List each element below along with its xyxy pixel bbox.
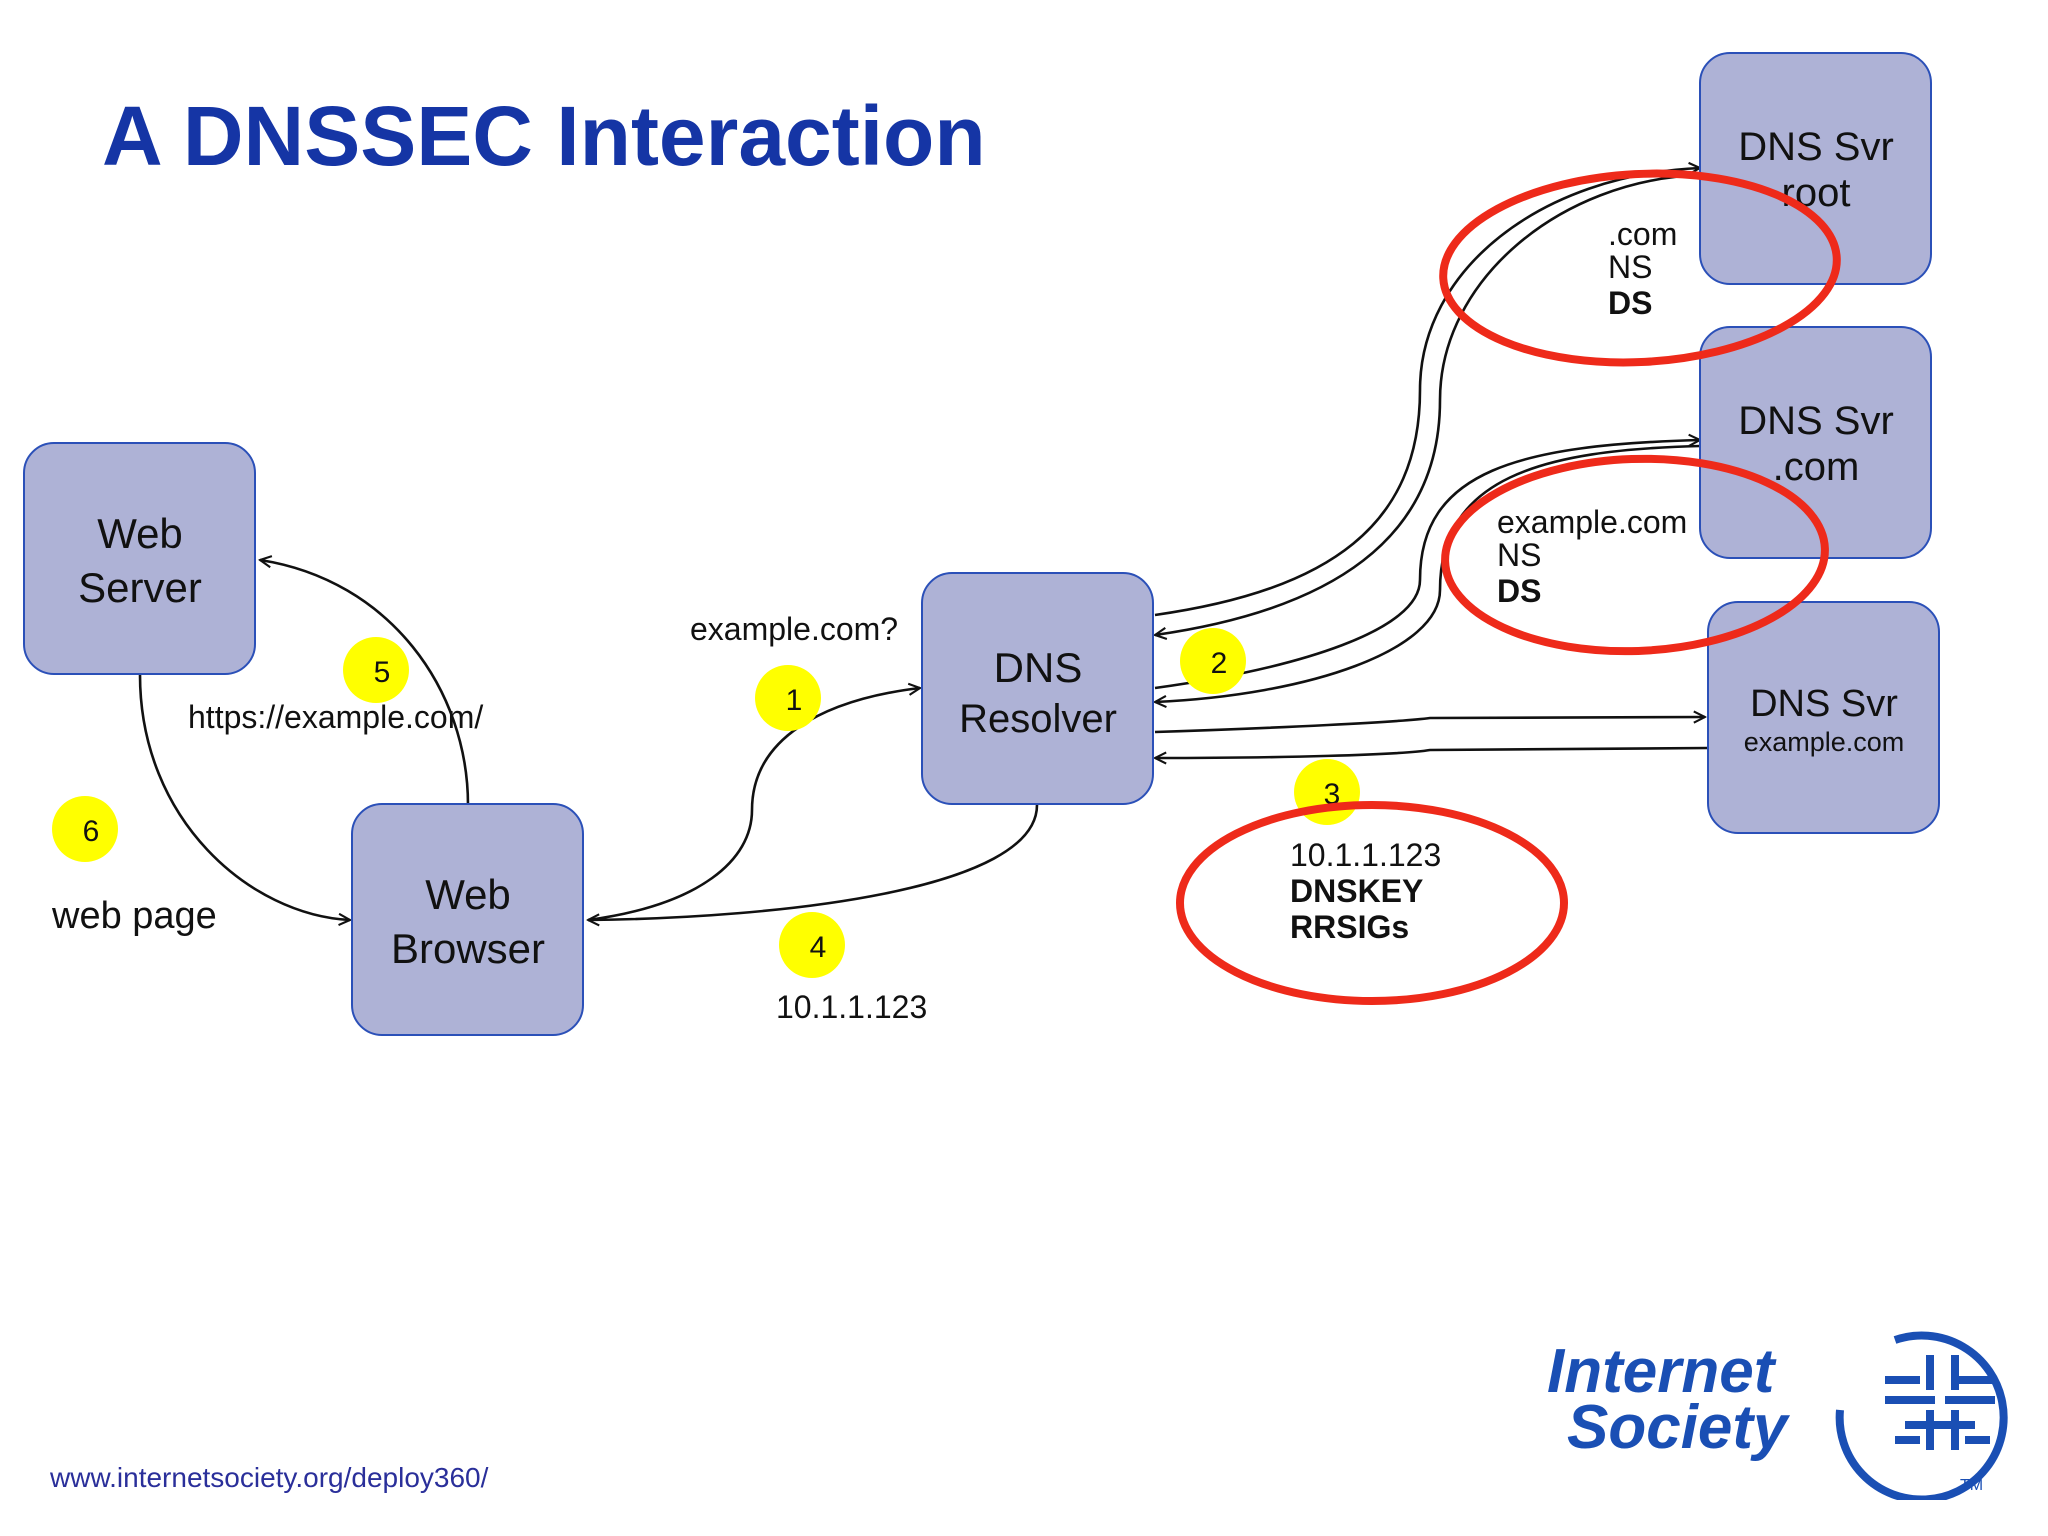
query-label: example.com? xyxy=(690,611,898,647)
logo-line-2: Society xyxy=(1567,1393,1791,1462)
web-browser-label: Browser xyxy=(391,925,545,972)
dns-com-label: DNS Svr xyxy=(1738,399,1894,443)
svg-text:1: 1 xyxy=(786,684,803,717)
dns-example-label: DNS Svr xyxy=(1750,683,1898,725)
arrow-resolver-to-browser xyxy=(588,804,1039,920)
dns-example-label: example.com xyxy=(1744,727,1905,757)
dns-com-node: DNS Svr .com xyxy=(1699,326,1932,559)
arrow-resolver-to-example xyxy=(1154,717,1705,734)
step-marker-2: 2 xyxy=(1180,628,1246,694)
arrow-browser-to-resolver xyxy=(587,688,920,922)
web-server-label: Server xyxy=(78,564,202,611)
browser-answer-label: 10.1.1.123 xyxy=(776,989,927,1025)
highlight-example-reply xyxy=(1176,801,1568,1005)
web-browser-node: Web Browser xyxy=(351,803,584,1036)
arrow-server-to-browser xyxy=(138,674,350,920)
arrow-resolver-to-com xyxy=(1154,440,1700,690)
svg-text:2: 2 xyxy=(1211,647,1228,680)
root-reply-line: .com xyxy=(1608,216,1677,252)
internet-society-globe-icon xyxy=(1835,1331,2008,1500)
arrow-root-to-resolver xyxy=(1155,173,1701,635)
logo-line-1: Internet xyxy=(1547,1337,1777,1406)
root-reply-ds: DS xyxy=(1608,285,1652,321)
dns-example-node: DNS Svr example.com xyxy=(1707,601,1940,834)
dns-root-label: DNS Svr xyxy=(1738,125,1894,169)
highlight-root-reply xyxy=(1439,169,1841,367)
step-marker-4: 4 xyxy=(779,912,845,978)
web-server-label: Web xyxy=(97,510,183,557)
web-browser-label: Web xyxy=(425,871,511,918)
logo-trademark: TM xyxy=(1960,1477,1983,1494)
highlight-com-reply xyxy=(1441,454,1829,656)
arrow-example-to-resolver xyxy=(1155,746,1709,758)
step-marker-6: 6 xyxy=(52,796,118,862)
web-page-label: web page xyxy=(51,895,217,937)
dns-resolver-label: DNS xyxy=(994,644,1083,691)
web-server-node: Web Server xyxy=(23,442,256,675)
step-marker-1: 1 xyxy=(755,665,821,731)
example-reply-line: 10.1.1.123 xyxy=(1290,837,1441,873)
example-reply-dnskey: DNSKEY xyxy=(1290,873,1423,909)
arrow-resolver-to-root xyxy=(1154,168,1700,617)
dns-root-node: DNS Svr root xyxy=(1699,52,1932,285)
svg-text:5: 5 xyxy=(374,656,391,689)
arrow-browser-to-server xyxy=(260,560,470,806)
svg-text:4: 4 xyxy=(810,931,827,964)
page-title: A DNSSEC Interaction xyxy=(102,89,986,183)
https-label: https://example.com/ xyxy=(188,699,483,735)
example-reply-rrsigs: RRSIGs xyxy=(1290,909,1409,945)
arrow-com-to-resolver xyxy=(1155,444,1701,702)
dns-com-label: .com xyxy=(1773,445,1860,489)
com-reply-line: NS xyxy=(1497,537,1541,573)
dns-resolver-label: Resolver xyxy=(959,697,1117,741)
dns-root-label: root xyxy=(1782,171,1851,215)
internet-society-logo: Internet Society TM xyxy=(1547,1331,2008,1500)
com-reply-line: example.com xyxy=(1497,504,1687,540)
dns-resolver-node: DNS Resolver xyxy=(921,572,1154,805)
com-reply-ds: DS xyxy=(1497,573,1541,609)
root-reply-line: NS xyxy=(1608,249,1652,285)
footer-url: www.internetsociety.org/deploy360/ xyxy=(50,1462,489,1493)
svg-text:6: 6 xyxy=(83,815,100,848)
step-marker-5: 5 xyxy=(343,637,409,703)
